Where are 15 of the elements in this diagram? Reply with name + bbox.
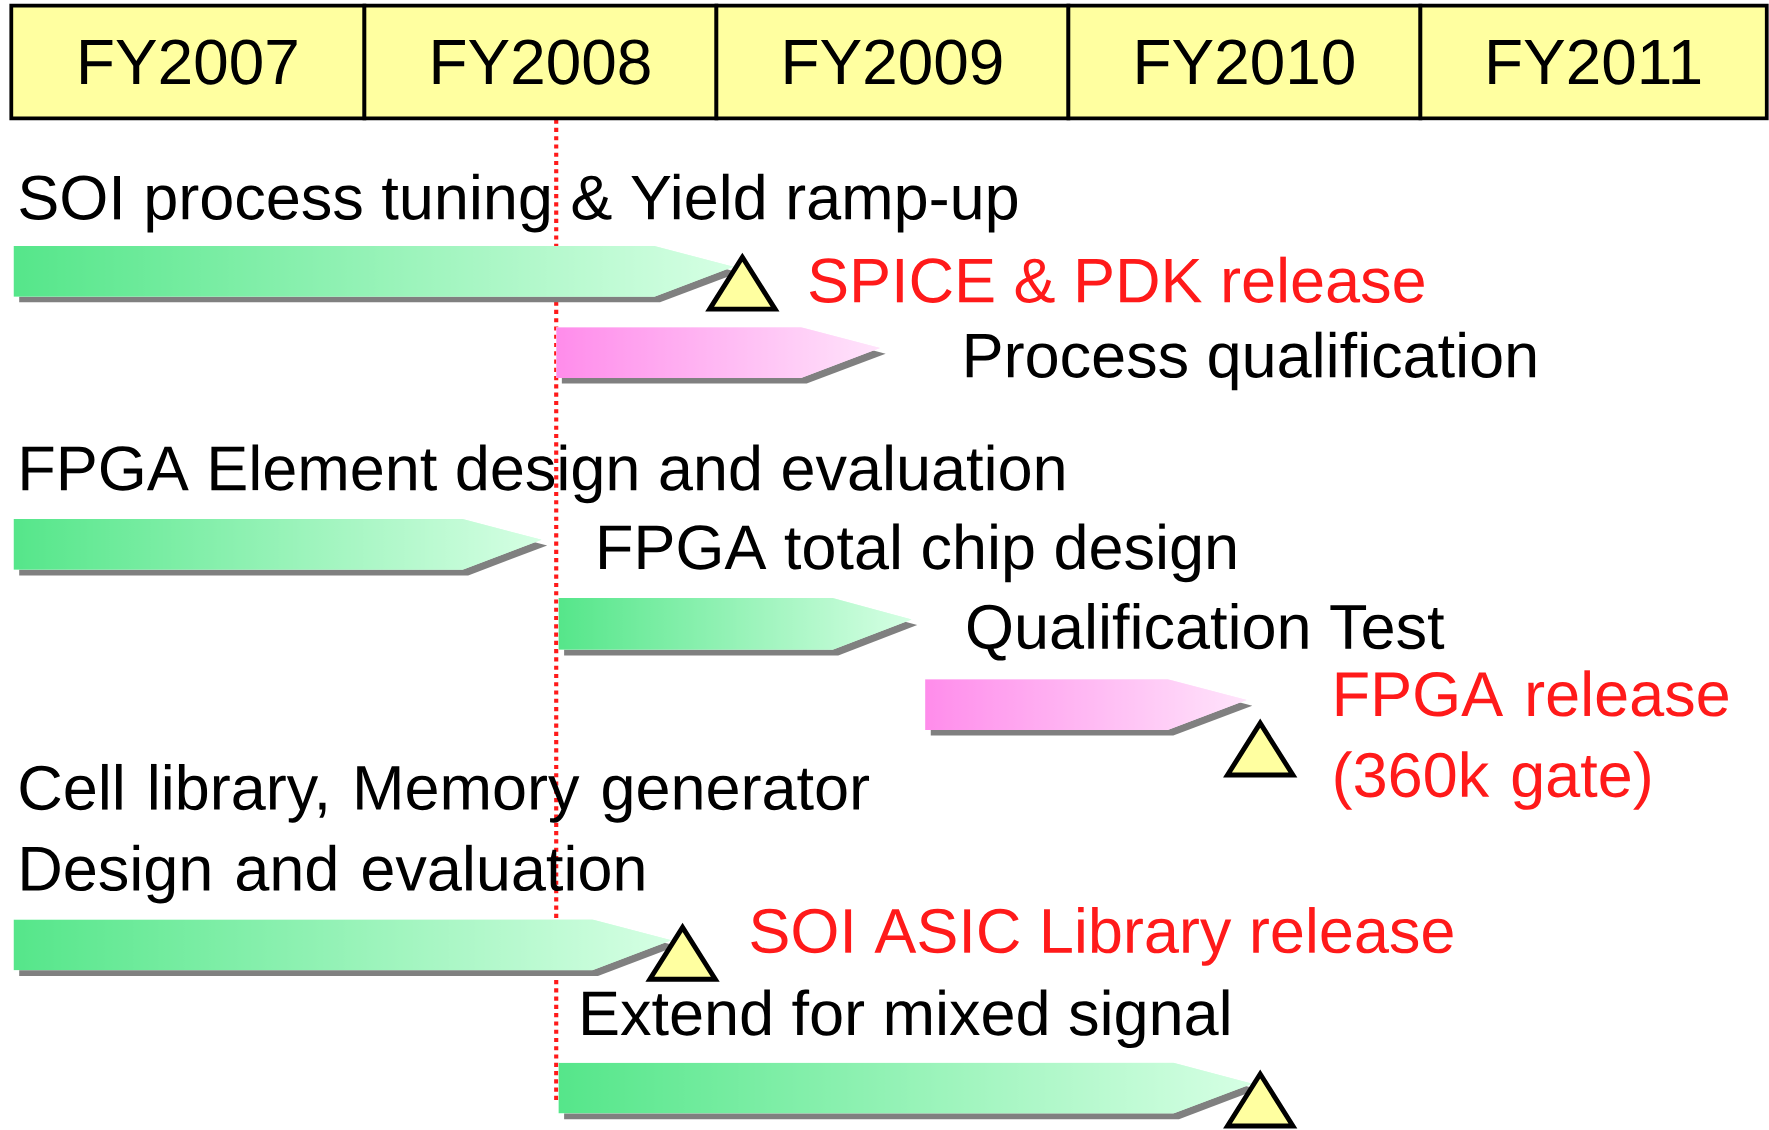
year-header-cell: FY2011 [1418,3,1769,121]
task-label: FPGA total chip design [600,523,1235,582]
task-label: Process qualification [966,331,1536,391]
task-label: SOI process tuning & Yield ramp-up [20,173,1017,233]
year-header-cell: FY2010 [1066,3,1423,121]
year-header-cell: FY2007 [9,3,367,121]
task-label: FPGA Element design and evaluation [22,444,1064,503]
year-header-cell: FY2008 [362,3,719,121]
year-header-cell: FY2009 [714,3,1071,121]
milestone-label: SOI ASIC Library release [751,906,1453,966]
milestone-label: FPGA release (360k gate) [1335,670,1728,810]
task-label: Qualification Test [967,602,1445,661]
task-label: Cell library, Memory generator Design and evaluation [20,763,869,904]
milestone-label: SPICE & PDK release [809,256,1424,303]
task-label: Extend for mixed signal [583,989,1229,1048]
